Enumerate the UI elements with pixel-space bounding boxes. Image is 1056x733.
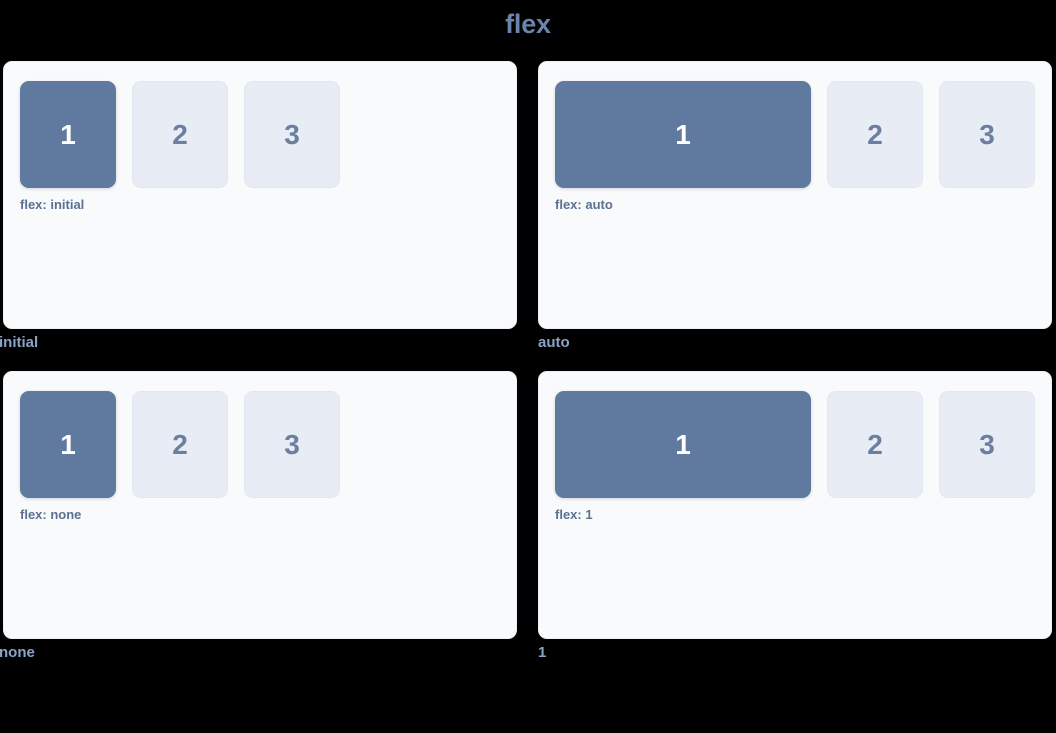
demo-cell-one: 1 2 3 flex: 1 1	[538, 371, 1052, 664]
flex-box-1: 1	[555, 391, 811, 498]
demo-panel-auto: 1 2 3 flex: auto	[538, 61, 1052, 329]
flex-box-2: 2	[827, 391, 923, 498]
demo-cell-initial: 1 2 3 flex: initial initial	[0, 61, 517, 354]
flex-box-3: 3	[939, 81, 1035, 188]
flex-box-1: 1	[20, 81, 116, 188]
flex-container-one: 1 2 3	[555, 391, 1035, 498]
flex-box-2: 2	[132, 81, 228, 188]
flex-box-1: 1	[20, 391, 116, 498]
flex-box-2: 2	[827, 81, 923, 188]
flex-container-initial: 1 2 3	[20, 81, 500, 188]
flex-box-3: 3	[244, 81, 340, 188]
flex-container-none: 1 2 3	[20, 391, 500, 498]
demo-cell-none: 1 2 3 flex: none none	[0, 371, 517, 664]
demo-label: 1	[538, 644, 547, 661]
demo-caption: flex: auto	[555, 197, 613, 212]
flex-box-3: 3	[244, 391, 340, 498]
demo-caption: flex: none	[20, 507, 82, 522]
demo-label: none	[0, 644, 35, 661]
demo-panel-initial: 1 2 3 flex: initial	[3, 61, 517, 329]
demo-label: auto	[538, 334, 570, 351]
demo-label: initial	[0, 334, 39, 351]
demo-grid: 1 2 3 flex: initial initial 1 2 3 flex: …	[0, 61, 1053, 664]
flex-box-3: 3	[939, 391, 1035, 498]
flex-box-2: 2	[132, 391, 228, 498]
demo-panel-one: 1 2 3 flex: 1	[538, 371, 1052, 639]
flex-container-auto: 1 2 3	[555, 81, 1035, 188]
demo-cell-auto: 1 2 3 flex: auto auto	[538, 61, 1052, 354]
page-title: flex	[505, 9, 551, 39]
demo-caption: flex: 1	[555, 507, 593, 522]
demo-caption: flex: initial	[20, 197, 85, 212]
demo-panel-none: 1 2 3 flex: none	[3, 371, 517, 639]
flex-box-1: 1	[555, 81, 811, 188]
